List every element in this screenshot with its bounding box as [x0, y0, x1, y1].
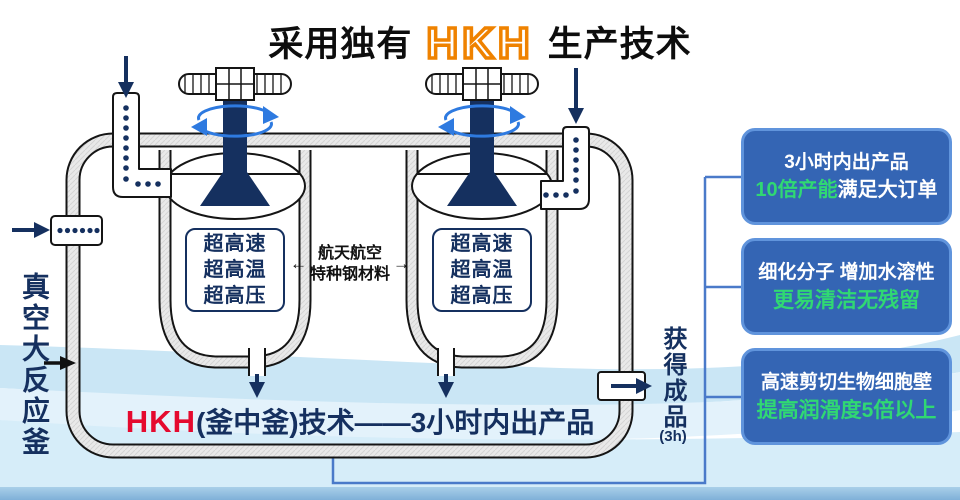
benefit-highlight: 更易清洁无残留 — [773, 288, 920, 312]
outlet-arrow-icon — [636, 378, 652, 394]
background-waves — [0, 335, 960, 500]
material-line1: 航天航空 — [317, 245, 382, 262]
output-time-label: (3h) — [659, 428, 687, 445]
page-title: 采用独有 HKH 生产技术 — [0, 16, 960, 70]
rotation-arrows-icon — [438, 104, 526, 138]
output-product-label: 获得成品 — [659, 326, 686, 430]
title-suffix: 生产技术 — [547, 25, 692, 64]
feed-pipe-1 — [112, 56, 172, 198]
tank2-output-arrow-icon — [438, 374, 454, 398]
loop-pipe — [65, 132, 634, 459]
benefit-line1: 高速剪切生物细胞壁 — [760, 371, 932, 393]
benefit-line2: 更易清洁无残留 — [773, 286, 920, 315]
title-prefix: 采用独有 — [268, 25, 413, 64]
feed-arrow-down-icon — [118, 56, 134, 98]
outlet — [597, 371, 652, 401]
left-inlet — [12, 215, 103, 246]
tank1-bottom-nozzle — [248, 348, 266, 376]
benefit-line2: 提高润滑度5倍以上 — [757, 396, 937, 425]
steel-material-label: ← 航天航空 特种钢材料 → — [281, 243, 419, 285]
caption-brand: HKH — [125, 404, 196, 439]
valve-1 — [178, 67, 292, 206]
caption-text: (釜中釜)技术——3小时内出产品 — [195, 407, 595, 438]
inlet-arrow-icon — [34, 222, 50, 238]
bottom-strip — [0, 487, 960, 500]
connector-lines — [331, 175, 741, 485]
benefit-line1: 3小时内出产品 — [784, 151, 909, 173]
left-arrow-icon: ← — [289, 254, 307, 273]
rotation-arrows-icon — [191, 104, 279, 138]
tank1-conditions-label: 超高速 超高温 超高压 — [185, 228, 285, 312]
benefit-box-lubricity: 高速剪切生物细胞壁 提高润滑度5倍以上 — [741, 348, 952, 445]
benefit-line2: 10倍产能满足大订单 — [755, 178, 938, 201]
tank2-conditions-label: 超高速 超高温 超高压 — [432, 228, 532, 312]
valve-2 — [425, 67, 539, 206]
material-line2: 特种钢材料 — [309, 266, 390, 283]
brand-hkh: HKH — [425, 17, 534, 70]
tank2-bottom-nozzle — [437, 348, 455, 376]
bottom-caption: HKH(釜中釜)技术——3小时内出产品 — [80, 401, 640, 441]
right-arrow-icon: → — [393, 254, 410, 273]
benefit-highlight: 10倍产能 — [755, 178, 838, 201]
benefit-highlight: 提高润滑度5倍以上 — [756, 398, 937, 422]
benefit-line1: 细化分子 增加水溶性 — [758, 261, 935, 283]
reactor-arrow-icon — [44, 356, 76, 370]
tank1-output-arrow-icon — [249, 374, 265, 398]
vacuum-reactor-label: 真空大反应釜 — [19, 272, 50, 458]
feed-pipe-2 — [540, 68, 590, 210]
benefit-box-solubility: 细化分子 增加水溶性 更易清洁无残留 — [741, 238, 952, 335]
feed-arrow-down-icon — [568, 68, 584, 124]
benefit-box-capacity: 3小时内出产品 10倍产能满足大订单 — [741, 128, 952, 225]
